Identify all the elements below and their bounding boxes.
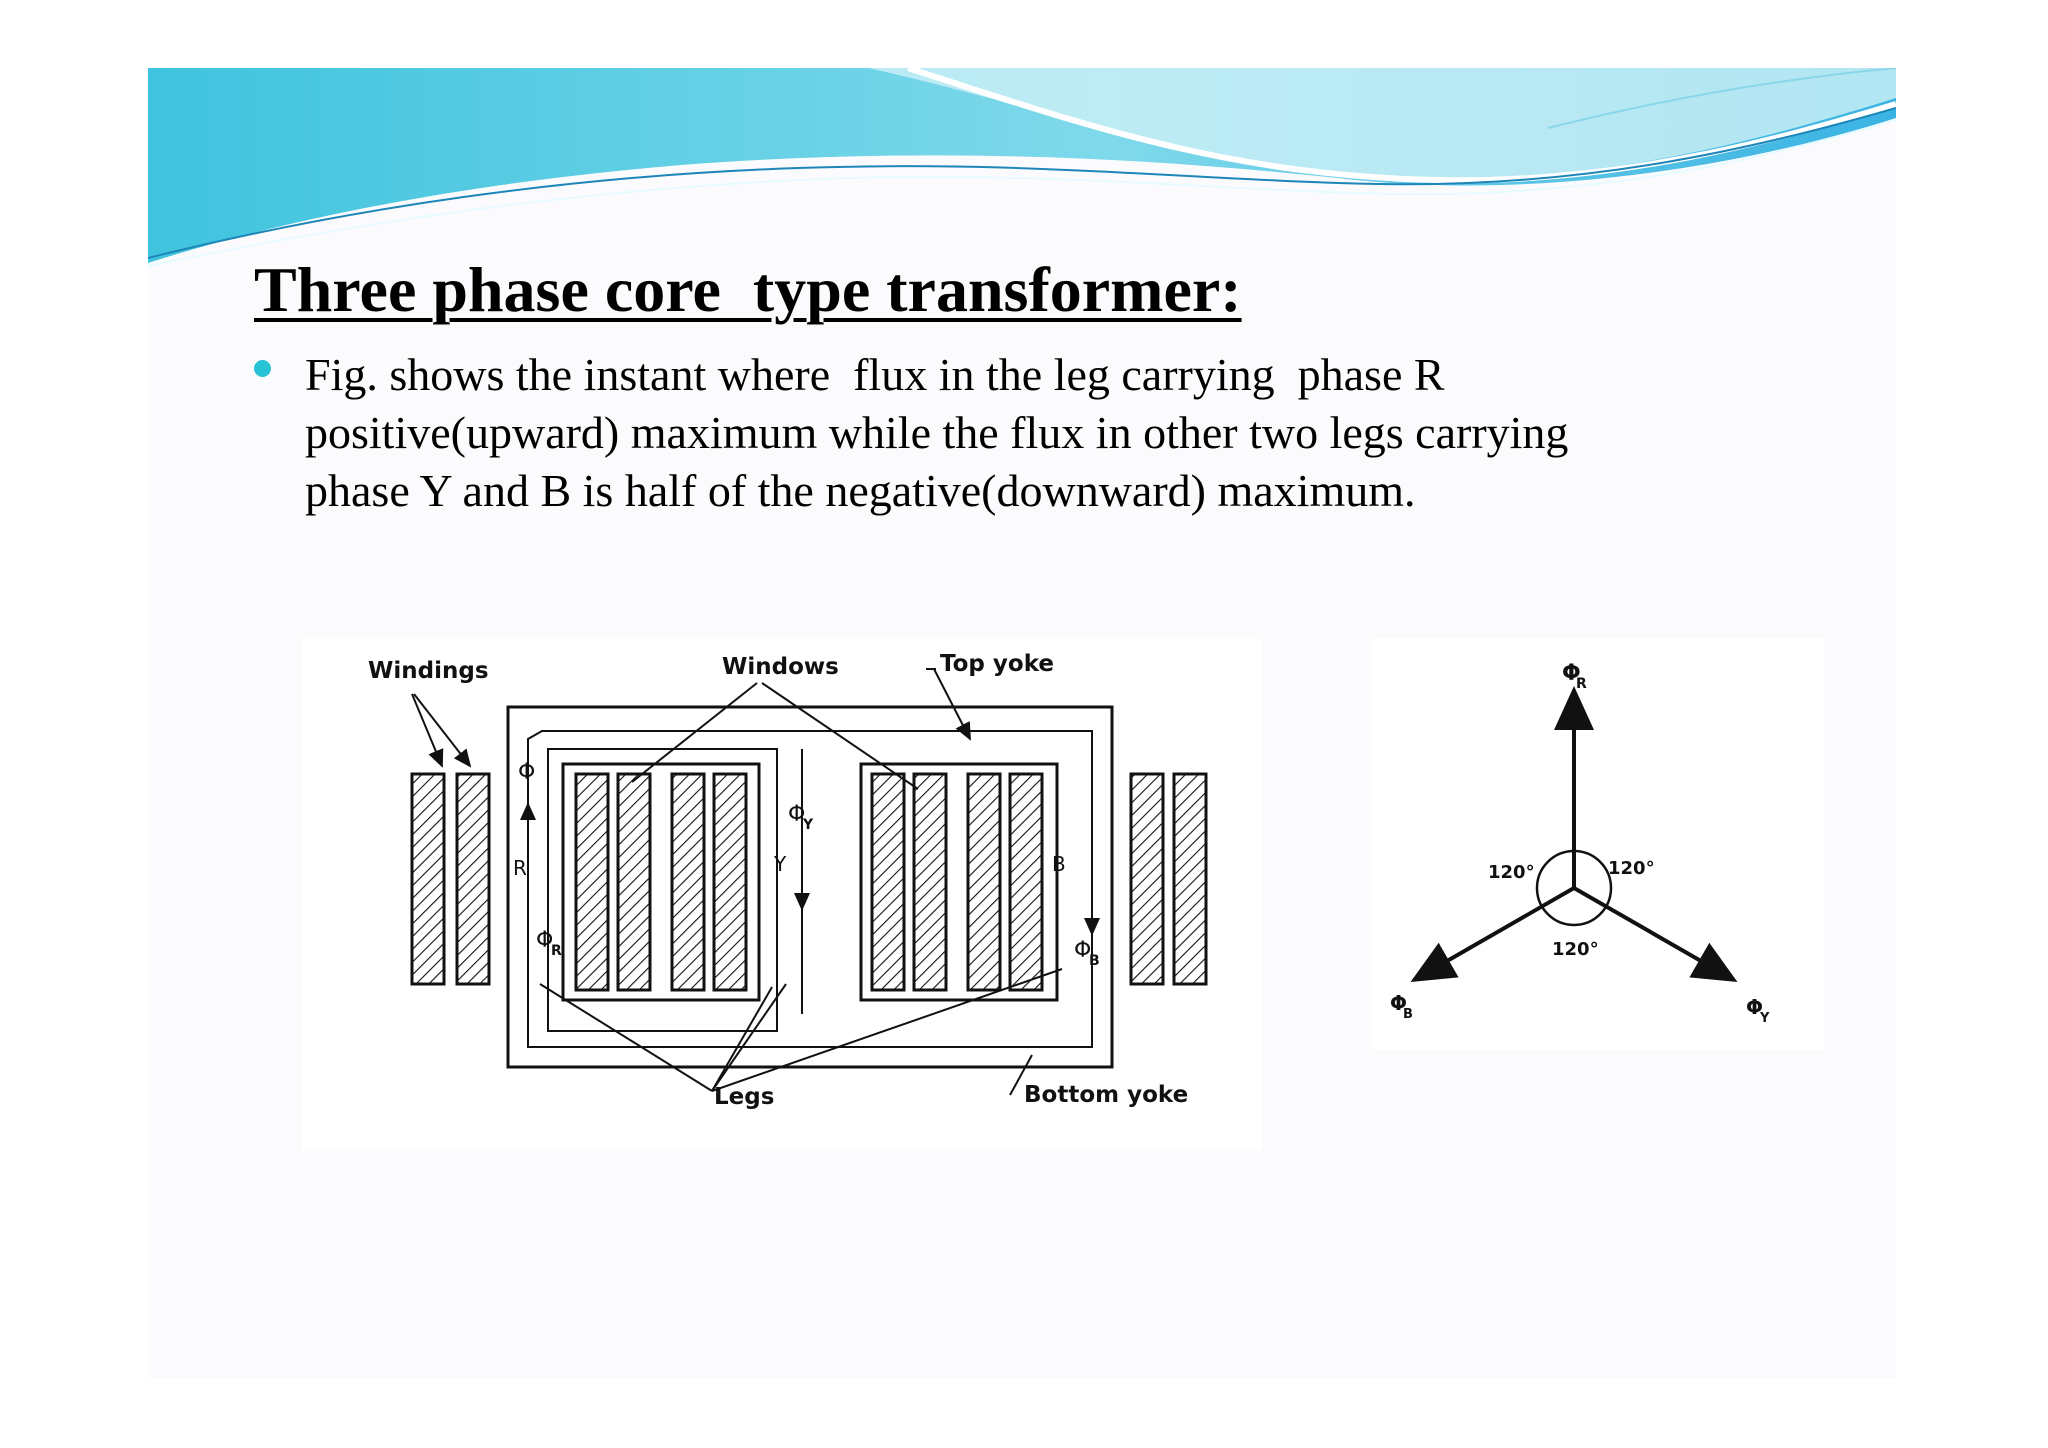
flux-path-left [547, 748, 778, 1032]
label-leg-y: Y [773, 852, 787, 876]
winding-right-window-1 [870, 772, 906, 992]
leader-legs-3 [711, 986, 773, 1092]
winding-left-window-3 [670, 772, 706, 992]
winding-right-window-2 [912, 772, 948, 992]
svg-text:Y: Y [802, 817, 814, 833]
svg-text:R: R [551, 943, 562, 959]
slide: Three phase core type transformer: Fig. … [148, 68, 1896, 1378]
flux-label-r: Φ R [536, 928, 562, 959]
winding-right-window-4 [1008, 772, 1044, 992]
svg-text:B: B [1089, 953, 1100, 969]
winding-left-outer-1 [410, 772, 446, 986]
winding-left-outer-2 [455, 772, 491, 986]
angle-label-left: 120° [1488, 862, 1535, 883]
bullet-text-line-1: Fig. shows the instant where flux in the… [305, 349, 1445, 400]
label-bottom-yoke: Bottom yoke [1024, 1082, 1188, 1108]
winding-right-outer-2 [1172, 772, 1208, 986]
bullet-point-icon [254, 360, 271, 377]
angle-label-bottom: 120° [1552, 939, 1599, 960]
header-wave-decoration [148, 68, 1896, 267]
slide-title: Three phase core type transformer: [254, 254, 1242, 325]
svg-text:Φ: Φ [518, 760, 535, 785]
phasor-y [1573, 886, 1738, 982]
core-transformer-drawing: Windings Windows Top yoke Legs Bottom yo… [368, 651, 1208, 1110]
phasor-label-r: Φ R [1562, 661, 1587, 692]
winding-right-window-3 [966, 772, 1002, 992]
leader-top-yoke [933, 668, 971, 741]
flux-label-b: Φ B [1074, 938, 1100, 969]
label-top-yoke: Top yoke [940, 651, 1054, 677]
phasor-drawing: Φ R Φ B Φ Y 120° 120° 120° [1390, 661, 1770, 1026]
leader-legs-1 [539, 983, 713, 1092]
leader-legs-2 [711, 983, 787, 1092]
core-transformer-figure: Windings Windows Top yoke Legs Bottom yo… [302, 639, 1262, 1149]
winding-left-window-4 [712, 772, 748, 992]
svg-text:Φ: Φ [788, 802, 805, 827]
leader-bottom-yoke [1009, 1054, 1033, 1096]
svg-text:Φ: Φ [1074, 938, 1091, 963]
angle-circle [1535, 849, 1613, 927]
leader-windows-2 [761, 682, 919, 790]
angle-label-right: 120° [1608, 858, 1655, 879]
phasor-b [1410, 886, 1575, 982]
right-window [859, 762, 1059, 1002]
leader-legs-4 [711, 968, 1063, 1092]
phasor-figure: Φ R Φ B Φ Y 120° 120° 120° [1372, 638, 1824, 1050]
svg-text:Φ: Φ [1390, 991, 1407, 1015]
label-windings: Windings [368, 658, 489, 684]
leader-windings-1 [411, 693, 444, 768]
svg-text:Φ: Φ [536, 928, 553, 953]
bullet-text-line-3: phase Y and B is half of the negative(do… [305, 465, 1416, 516]
winding-left-window-1 [574, 772, 610, 992]
winding-left-window-2 [616, 772, 652, 992]
svg-text:Φ: Φ [1562, 661, 1581, 686]
leader-windows-1 [631, 682, 758, 783]
phasor-label-b: Φ B [1390, 991, 1413, 1022]
svg-text:R: R [1576, 676, 1587, 692]
flux-label-y: Φ Y [788, 802, 814, 833]
core-outline [506, 705, 1114, 1069]
label-legs: Legs [714, 1084, 774, 1110]
label-leg-r: R [513, 856, 527, 880]
winding-right-outer-1 [1129, 772, 1165, 986]
leader-windings-2 [413, 693, 472, 768]
svg-text:B: B [1403, 1007, 1413, 1022]
svg-text:Φ: Φ [1746, 995, 1763, 1019]
left-window [561, 762, 761, 1002]
phasor-label-y: Φ Y [1746, 995, 1770, 1026]
flux-label-r-top: Φ [518, 760, 535, 785]
label-leg-b: B [1052, 852, 1066, 876]
bullet-text-line-2: positive(upward) maximum while the flux … [305, 407, 1569, 458]
svg-text:Y: Y [1759, 1011, 1770, 1026]
label-windows: Windows [722, 654, 839, 680]
